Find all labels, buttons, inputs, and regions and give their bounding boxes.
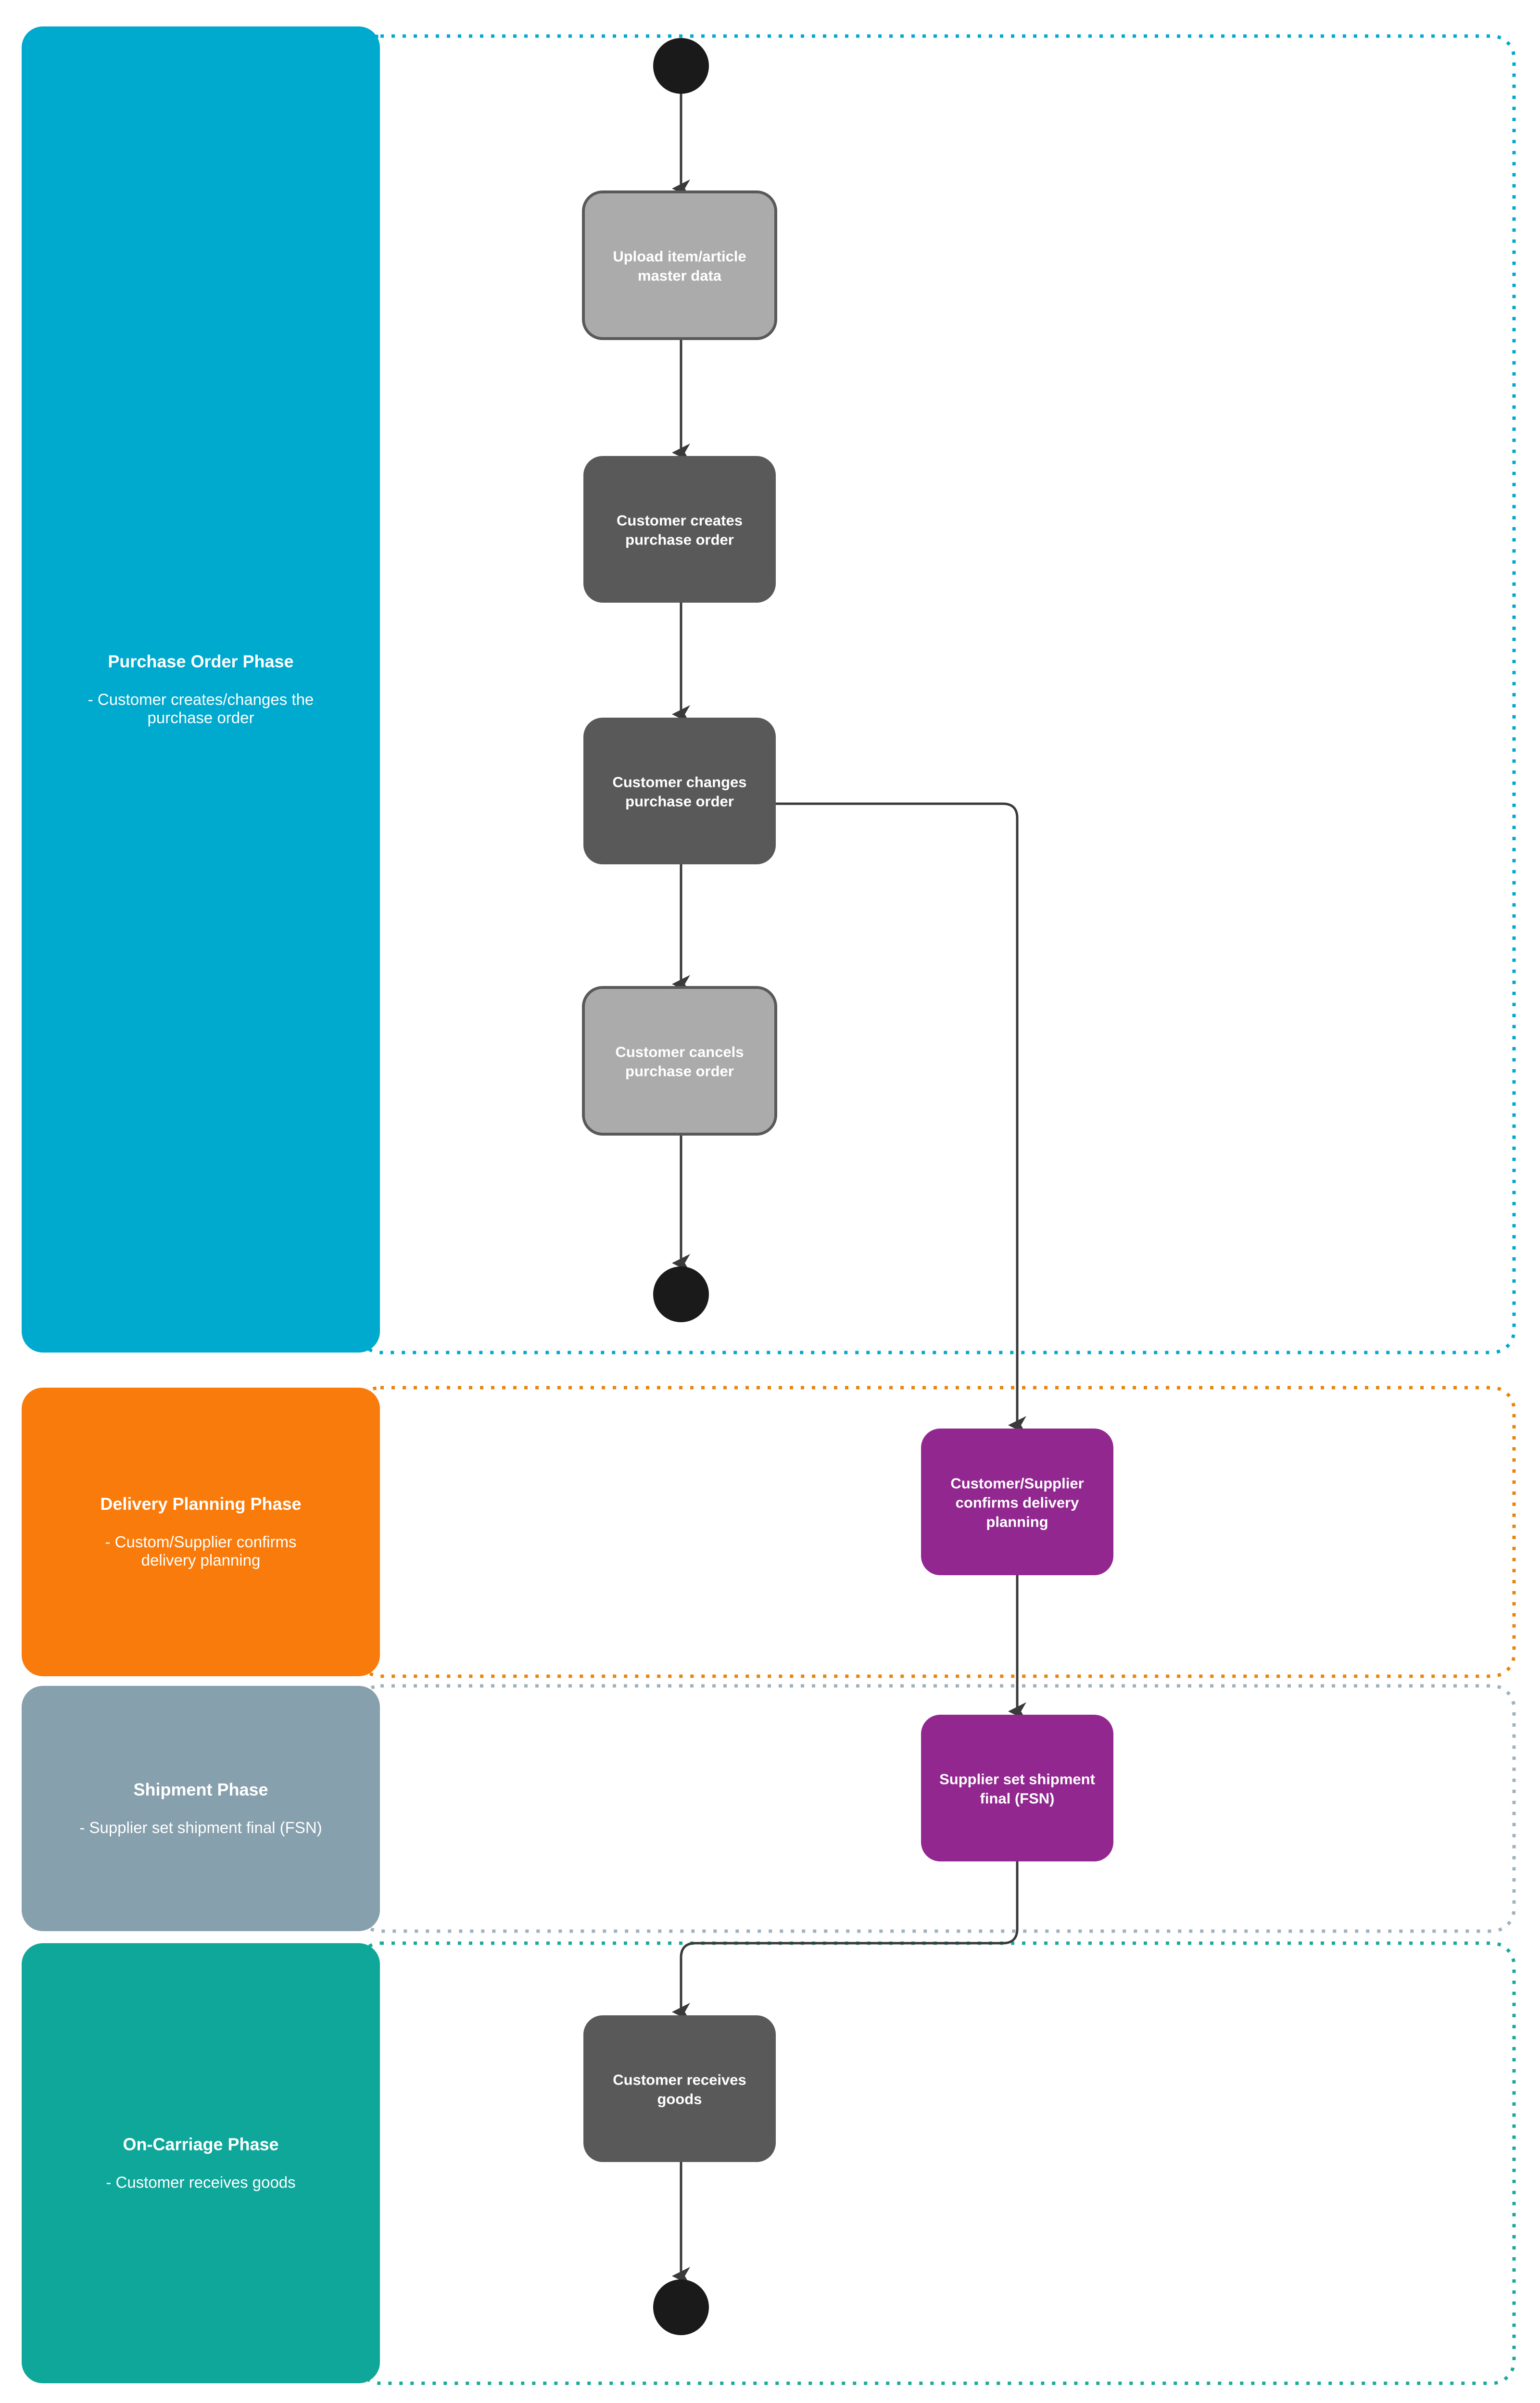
connectors-layer — [671, 94, 1026, 2286]
phase-panels: Purchase Order Phase - Customer creates/c… — [22, 26, 380, 2383]
phase-container-on-carriage — [356, 1941, 1516, 2385]
phase-panel-background — [22, 1686, 380, 1931]
phase-title: Purchase Order Phase — [108, 652, 293, 671]
phase-description: - Customer receives goods — [106, 2174, 295, 2191]
node-start[interactable] — [653, 38, 709, 94]
phase-title: Shipment Phase — [133, 1780, 268, 1799]
phase-containers — [356, 34, 1516, 2385]
node-end-purchase-order[interactable] — [653, 1266, 709, 1322]
phase-panel-background — [22, 1388, 380, 1676]
phase-panel-on-carriage[interactable]: On-Carriage Phase - Customer receives goo… — [22, 1943, 380, 2383]
phase-panel-background — [22, 1943, 380, 2383]
phase-title: Delivery Planning Phase — [100, 1494, 301, 1514]
node-shape — [921, 1429, 1113, 1575]
phase-panel-purchase-order[interactable]: Purchase Order Phase - Customer creates/c… — [22, 26, 380, 1353]
phase-container-purchase-order — [356, 34, 1516, 1354]
end-terminator-icon — [653, 2279, 709, 2335]
node-shape — [583, 718, 776, 864]
node-shape — [921, 1715, 1113, 1861]
end-terminator-icon — [653, 1266, 709, 1322]
phase-title: On-Carriage Phase — [123, 2135, 278, 2154]
node-end-on-carriage[interactable] — [653, 2279, 709, 2335]
phase-description: - Supplier set shipment final (FSN) — [79, 1819, 322, 1836]
node-shape — [583, 2015, 776, 2162]
phase-container-delivery-planning — [356, 1386, 1516, 1678]
node-shape — [582, 986, 777, 1136]
phase-panel-shipment[interactable]: Shipment Phase - Supplier set shipment fi… — [22, 1686, 380, 1931]
start-terminator-icon — [653, 38, 709, 94]
phase-panel-delivery-planning[interactable]: Delivery Planning Phase - Custom/Supplier… — [22, 1388, 380, 1676]
connector-supplier-set-shipment-final-to-customer-receives-goods — [671, 1861, 1019, 2022]
phase-panel-background — [22, 26, 380, 1353]
connector-customer-changes-po-to-confirm-delivery-planning — [776, 802, 1026, 1435]
node-shape — [582, 190, 777, 340]
node-shape — [583, 456, 776, 603]
phase-container-shipment — [356, 1684, 1516, 1933]
